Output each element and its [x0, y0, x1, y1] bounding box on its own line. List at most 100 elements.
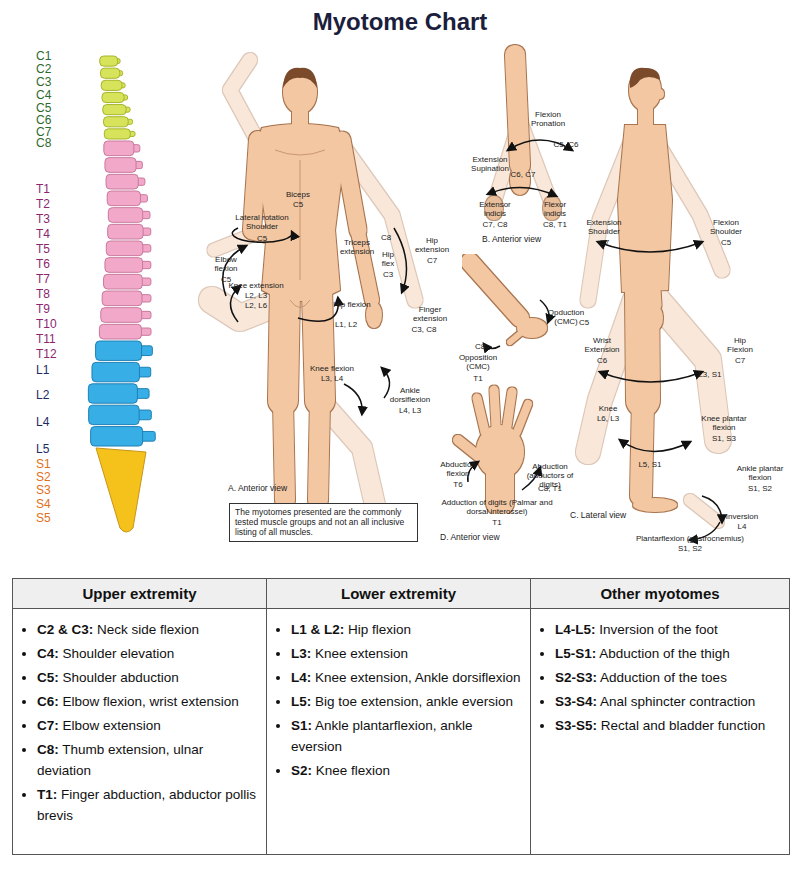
- hand-figure: [458, 390, 528, 502]
- vertebra-label: C2: [36, 63, 76, 76]
- myotome-label: C8, T1: [535, 221, 575, 230]
- myotome-label: Extensor indicis: [473, 201, 517, 219]
- column-header: Lower extremity: [267, 579, 530, 609]
- myotome-list: L1 & L2: Hip flexionL3: Knee extensionL4…: [267, 619, 530, 781]
- spine: [88, 56, 155, 532]
- myotome-label: C7: [594, 239, 614, 248]
- myotome-label: Adduction of digits (Palmar and dorsal i…: [441, 499, 553, 517]
- segment-level: L4-L5:: [555, 622, 596, 637]
- hair: [630, 68, 660, 88]
- myotome-label: Flexion Pronation: [527, 111, 569, 129]
- vertebra: [91, 427, 143, 446]
- vertebra-label: T2: [36, 198, 76, 211]
- vertebra: [105, 258, 143, 273]
- table-column: Upper extremityC2 & C3: Neck side flexio…: [12, 578, 267, 855]
- vertebra-label: T3: [36, 213, 76, 226]
- myotome-label: C3, C8: [404, 326, 444, 335]
- segment-level: S2-S3:: [555, 670, 597, 685]
- myotome-label: Knee plantar flexion: [698, 415, 750, 433]
- vertebra-label: C8: [36, 137, 76, 150]
- myotome-item: L4-L5: Inversion of the foot: [555, 619, 783, 640]
- panel-title: A. Anterior view: [228, 484, 328, 494]
- myotome-label: Knee: [593, 405, 623, 414]
- myotome-label: S1, S3: [704, 435, 744, 444]
- myotome-item: S3-S5: Rectal and bladder function: [555, 715, 783, 736]
- vertebra: [101, 80, 122, 90]
- myotome-item: C5: Shoulder abduction: [37, 667, 260, 688]
- segment-level: L5:: [291, 694, 311, 709]
- table-column: Lower extremity L1 & L2: Hip flexionL3: K…: [266, 578, 531, 855]
- myotome-item: S3-S4: Anal sphincter contraction: [555, 691, 783, 712]
- myotome-label: C5: [716, 239, 736, 248]
- myotome-label: C5: [283, 201, 313, 210]
- sacrum: [96, 448, 146, 532]
- myotome-label: L3, S1: [690, 371, 730, 380]
- ghost-limbs: [212, 60, 415, 505]
- segment-level: S3-S4:: [555, 694, 597, 709]
- vertebra: [102, 92, 124, 102]
- human-figure: [618, 69, 677, 512]
- myotome-item: L5-S1: Abduction of the thigh: [555, 643, 783, 664]
- myotome-label: L2, L3: [236, 292, 276, 301]
- vertebra: [108, 224, 143, 239]
- myotome-label: C8: [470, 343, 490, 352]
- myotome-item: C8: Thumb extension, ulnar deviation: [37, 739, 260, 781]
- myotome-label: Ankle plantar flexion: [736, 465, 784, 483]
- vertebra: [101, 308, 142, 323]
- myotome-label: T6: [448, 481, 468, 490]
- vertebra-label: T8: [36, 288, 76, 301]
- myotome-label: Elbow flexion: [206, 256, 246, 274]
- myotome-item: T1: Finger abduction, abductor pollis br…: [37, 784, 260, 826]
- myotome-label: Triceps extension: [336, 239, 378, 257]
- vertebra-label: T12: [36, 348, 76, 361]
- segment-level: C2 & C3:: [37, 622, 93, 637]
- myotome-label: C6: [592, 357, 612, 366]
- vertebra: [88, 384, 137, 403]
- myotome-label: S1, S2: [740, 485, 780, 494]
- vertebra-label: S5: [36, 512, 76, 525]
- vertebra-label: T5: [36, 243, 76, 256]
- myotome-label: L2, L6: [236, 302, 276, 311]
- vertebra: [102, 291, 142, 306]
- myotome-label: C7, C8: [475, 221, 515, 230]
- muscle-action: Rectal and bladder function: [597, 718, 765, 733]
- segment-level: S2:: [291, 763, 312, 778]
- vertebra-label: C3: [36, 76, 76, 89]
- muscle-action: Ankle plantarflexion, ankle eversion: [291, 718, 473, 754]
- myotome-label: Plantarflexion (gastrocnemius): [620, 535, 760, 544]
- myotome-label: T1: [468, 375, 488, 384]
- muscle-action: Knee extension: [311, 646, 408, 661]
- myotome-label: C5: [247, 235, 277, 244]
- hair: [283, 68, 317, 88]
- segment-level: T1:: [37, 787, 57, 802]
- vertebra-label: L4: [36, 416, 76, 429]
- vertebra-label: L5: [36, 443, 76, 456]
- column-header: Upper extremity: [13, 579, 266, 609]
- myotome-label: Hip Flexion: [721, 337, 759, 355]
- vertebra-label: T7: [36, 273, 76, 286]
- chart-title: Myotome Chart: [0, 8, 800, 36]
- vertebra-label: S3: [36, 484, 76, 497]
- segment-level: C4:: [37, 646, 59, 661]
- vertebra: [100, 68, 119, 78]
- myotome-label: Extension Shoulder: [581, 219, 627, 237]
- myotome-label: Extension Supination: [464, 156, 516, 174]
- vertebra-label: T1: [36, 183, 76, 196]
- myotome-label: Hip flexion: [327, 301, 377, 310]
- vertebra: [100, 56, 118, 66]
- myotome-item: L4: Knee extension, Ankle dorsiflexion: [291, 667, 524, 688]
- vertebra-label: T9: [36, 303, 76, 316]
- myotome-label: Ankle dorsiflexion: [384, 387, 436, 405]
- vertebra-label: S2: [36, 471, 76, 484]
- vertebra: [106, 241, 143, 256]
- column-header: Other myotomes: [531, 579, 789, 609]
- vertebra-label: L1: [36, 364, 76, 377]
- myotome-label: Flexor indicis: [535, 201, 575, 219]
- vertebra-label: T4: [36, 228, 76, 241]
- segment-level: C7:: [37, 718, 59, 733]
- myotome-label: Knee extension: [228, 282, 284, 291]
- myotome-item: S2: Knee flexion: [291, 760, 524, 781]
- myotome-label: Knee flexion: [304, 365, 360, 374]
- ghost-limbs: [588, 140, 722, 522]
- myotome-item: C7: Elbow extension: [37, 715, 260, 736]
